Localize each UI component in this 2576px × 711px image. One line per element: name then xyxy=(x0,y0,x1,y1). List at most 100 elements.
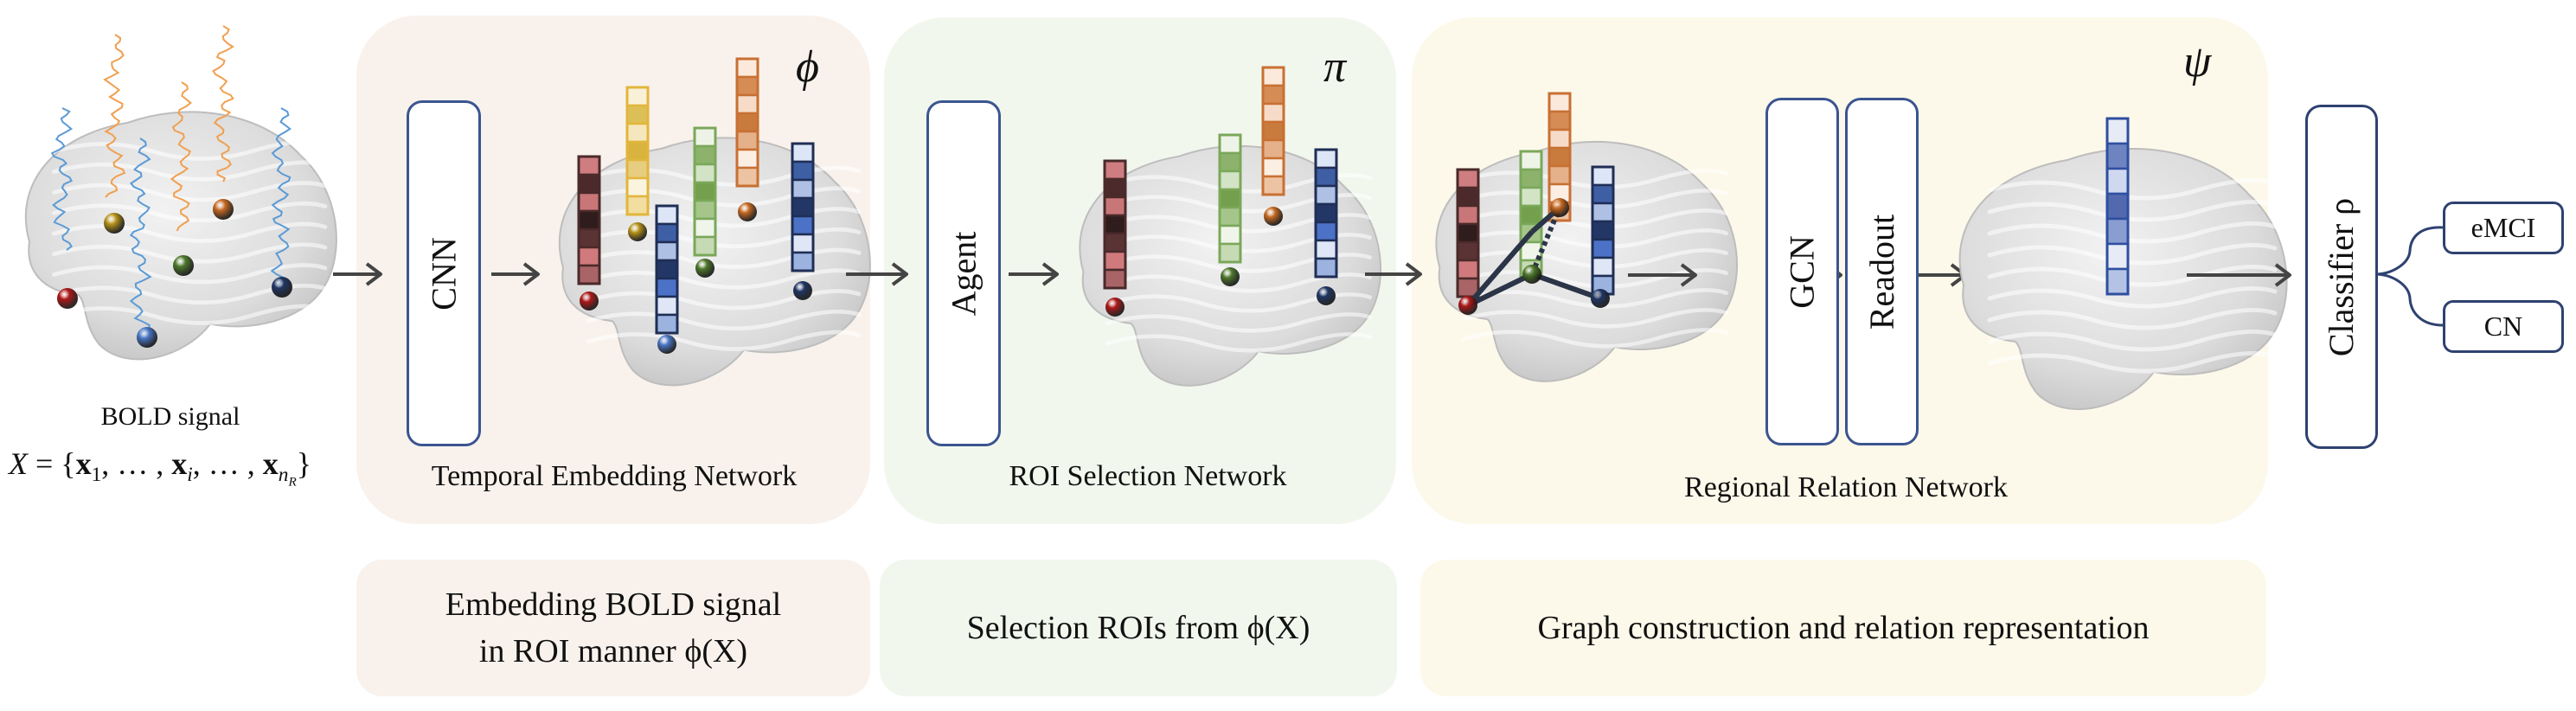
roi-sphere-orange xyxy=(213,199,234,220)
regional-relation-title: Regional Relation Network xyxy=(1684,471,2008,504)
psi-symbol: ψ xyxy=(2183,36,2211,87)
vector-orange-p1-cell xyxy=(737,95,758,113)
output-cn[interactable]: CN xyxy=(2443,300,2564,353)
roi-sphere-orange-p2 xyxy=(1264,207,1283,226)
eq-sep1: , … , xyxy=(101,446,171,481)
eq-open: = { xyxy=(28,446,76,481)
vector-orange-p1-cell xyxy=(737,168,758,186)
eq-xi: x xyxy=(171,446,187,481)
vector-red-p1-cell xyxy=(579,211,599,229)
vector-green-p1-cell xyxy=(695,146,715,164)
roi-sphere-yellow xyxy=(104,213,125,234)
pi-symbol: π xyxy=(1323,42,1346,93)
vector-red-p3-cell xyxy=(1458,170,1478,188)
cnn-label: CNN xyxy=(424,237,465,310)
gcn-module[interactable]: GCN xyxy=(1765,98,1839,445)
vector-red-p2-cell xyxy=(1105,179,1125,197)
description-temporal-line2: in ROI manner ϕ(X) xyxy=(445,628,781,675)
vector-green-p2-cell xyxy=(1220,153,1240,171)
vector-navy-p1-cell xyxy=(792,198,813,216)
vector-orange-p3-cell xyxy=(1549,148,1570,166)
roi-sphere-navy-p2 xyxy=(1317,286,1336,305)
vector-psi-cell xyxy=(2107,118,2128,144)
vector-green-p2-cell xyxy=(1220,244,1240,262)
roi-sphere-navy-p1 xyxy=(793,281,812,300)
roi-sphere-green-p3 xyxy=(1522,265,1541,284)
agent-module[interactable]: Agent xyxy=(926,100,1001,446)
vector-orange-p2-cell xyxy=(1263,176,1284,195)
eq-sep2: , … , xyxy=(193,446,263,481)
roi-sphere-yellow-p1 xyxy=(628,222,647,241)
input-equation: X = {x1, … , xi, … , xnR} xyxy=(9,445,311,490)
vector-green-p1-cell xyxy=(695,183,715,201)
vector-orange-p3-cell xyxy=(1549,93,1570,112)
description-roi-selection: Selection ROIs from ϕ(X) xyxy=(880,560,1397,696)
roi-sphere-red-p2 xyxy=(1105,298,1125,317)
vector-navy-p2-cell xyxy=(1316,168,1336,186)
vector-psi-cell xyxy=(2107,219,2128,244)
vector-green-p2-cell xyxy=(1220,135,1240,153)
readout-module[interactable]: Readout xyxy=(1845,98,1919,445)
vector-green-p3-cell xyxy=(1521,170,1541,188)
vector-yellow-p1-cell xyxy=(627,87,648,106)
output-emci[interactable]: eMCI xyxy=(2443,202,2564,254)
vector-orange-p2-cell xyxy=(1263,122,1284,140)
vector-red-p3-cell xyxy=(1458,242,1478,260)
vector-green-p1-cell xyxy=(695,164,715,183)
vector-red-p2-cell xyxy=(1105,215,1125,234)
roi-sphere-orange-p1 xyxy=(738,202,757,221)
vector-navy-p1-cell xyxy=(792,216,813,234)
vector-green-p1-cell xyxy=(695,201,715,219)
vector-green-p3-cell xyxy=(1521,206,1541,224)
roi-sphere-navy xyxy=(272,277,292,298)
vector-psi-cell xyxy=(2107,269,2128,294)
vector-navy-p2-cell xyxy=(1316,240,1336,259)
bold-signal-label: BOLD signal xyxy=(101,402,240,432)
vector-red-p1-cell xyxy=(579,266,599,284)
vector-navy-p1-cell xyxy=(792,253,813,271)
vector-navy-p2-cell xyxy=(1316,204,1336,222)
vector-yellow-p1-cell xyxy=(627,142,648,160)
vector-navy-p1-cell xyxy=(792,180,813,198)
vector-orange-p2-cell xyxy=(1263,140,1284,158)
vector-navy-p2-cell xyxy=(1316,259,1336,277)
roi-sphere-blue-p1 xyxy=(657,335,676,354)
classifier-module[interactable]: Classifier ρ xyxy=(2305,105,2378,449)
vector-navy-p3-cell xyxy=(1592,203,1613,221)
vector-red-p2-cell xyxy=(1105,161,1125,179)
vector-red-p1-cell xyxy=(579,229,599,247)
vector-psi-cell xyxy=(2107,144,2128,169)
vector-green-p1-cell xyxy=(695,237,715,255)
roi-sphere-blue xyxy=(137,327,157,348)
vector-green-p2-cell xyxy=(1220,208,1240,226)
roi-sphere-red xyxy=(57,288,78,309)
vector-psi-cell xyxy=(2107,169,2128,194)
vector-navy-p1-cell xyxy=(792,144,813,162)
vector-blue-p1-cell xyxy=(657,206,677,224)
vector-orange-p3-cell xyxy=(1549,112,1570,130)
vector-navy-p3-cell xyxy=(1592,167,1613,185)
phi-symbol: ϕ xyxy=(796,42,819,93)
description-temporal: Embedding BOLD signalin ROI manner ϕ(X) xyxy=(356,560,870,696)
vector-yellow-p1-cell xyxy=(627,124,648,142)
cnn-module[interactable]: CNN xyxy=(407,100,481,446)
eq-lhs: X xyxy=(9,446,28,481)
vector-green-p1-cell xyxy=(695,128,715,146)
roi-sphere-green xyxy=(173,255,194,276)
description-temporal-line1: Embedding BOLD signal xyxy=(445,581,781,628)
vector-psi-cell xyxy=(2107,244,2128,269)
vector-orange-p2-cell xyxy=(1263,86,1284,104)
vector-orange-p1-cell xyxy=(737,59,758,77)
roi-selection-title: ROI Selection Network xyxy=(1009,460,1286,493)
vector-red-p3-cell xyxy=(1458,260,1478,279)
vector-navy-p3-cell xyxy=(1592,221,1613,240)
vector-blue-p1-cell xyxy=(657,224,677,242)
gcn-label: GCN xyxy=(1782,235,1823,308)
vector-psi-cell xyxy=(2107,194,2128,219)
vector-red-p2-cell xyxy=(1105,234,1125,252)
vector-red-p2-cell xyxy=(1105,252,1125,270)
vector-green-p2-cell xyxy=(1220,226,1240,244)
vector-red-p2-cell xyxy=(1105,197,1125,215)
vector-red-p3-cell xyxy=(1458,188,1478,206)
vector-orange-p2-cell xyxy=(1263,67,1284,86)
